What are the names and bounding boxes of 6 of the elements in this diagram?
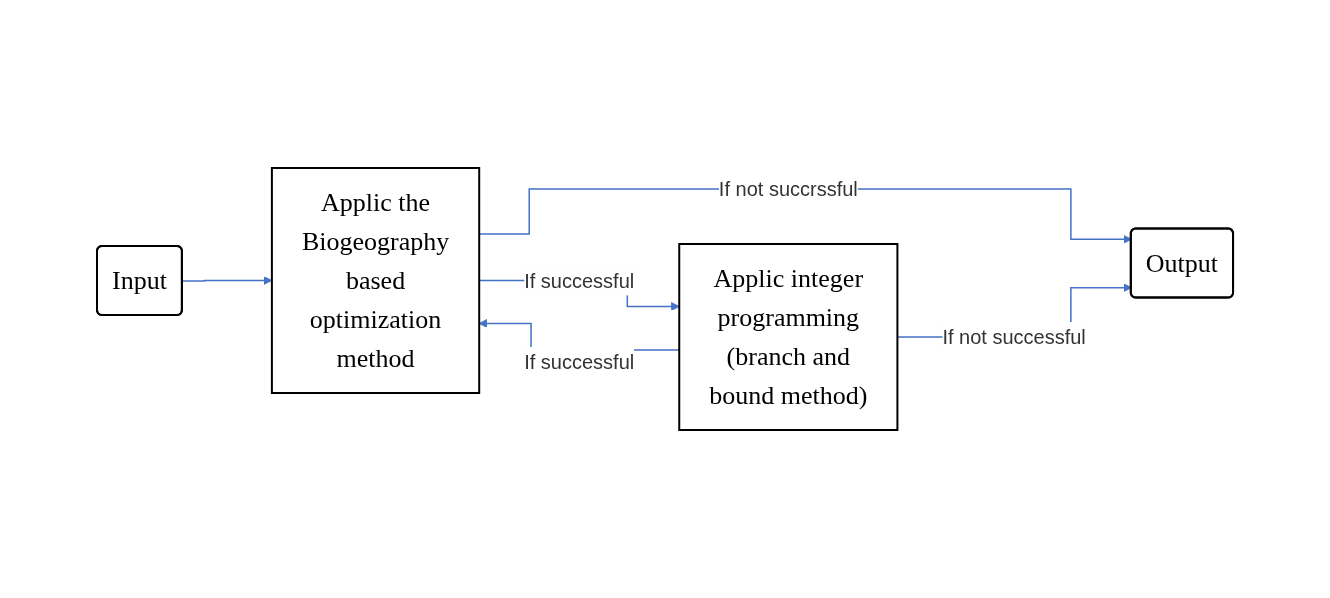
edge-label: If not successful xyxy=(942,326,1086,348)
edge-label: If successful xyxy=(524,269,635,292)
node-box: Applic the Biogeography based optimization method xyxy=(270,167,481,394)
edge-label: If not succrssful xyxy=(718,178,858,200)
edge-label: If successful xyxy=(524,351,635,373)
node-box: Applic integer programming (branch and bound method) xyxy=(678,243,899,431)
